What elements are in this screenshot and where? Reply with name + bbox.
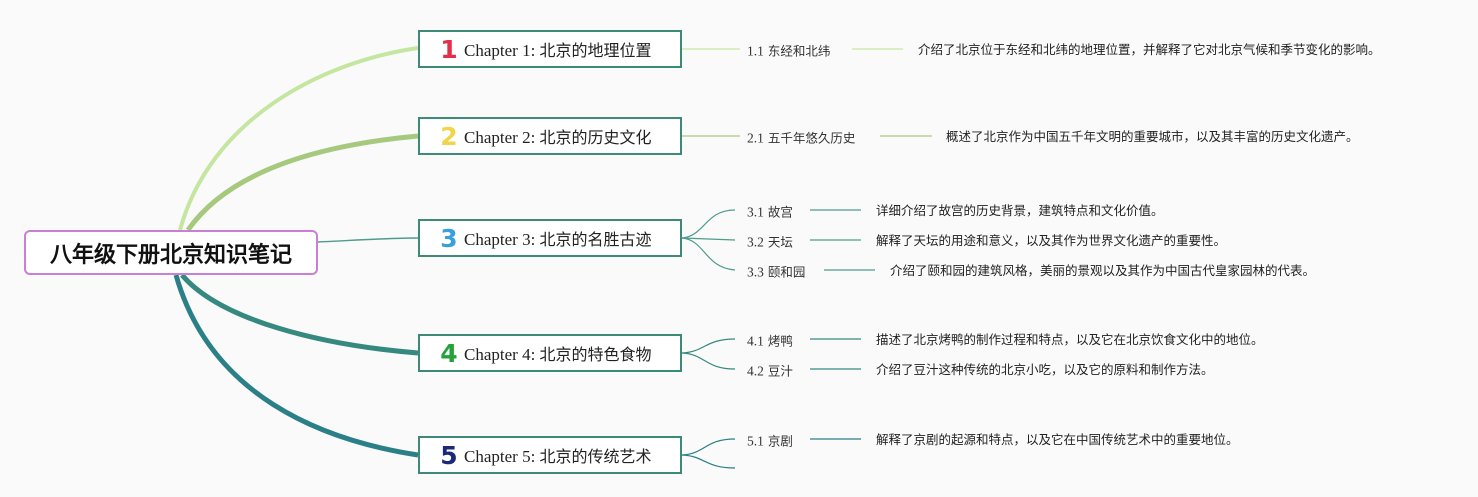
chapter-5-label: Chapter 5: 北京的传统艺术 <box>464 447 652 466</box>
sub-link-5-1 <box>681 438 736 456</box>
description-3-2: 解释了天坛的用途和意义，以及其作为世界文化遗产的重要性。 <box>876 233 1227 248</box>
subtopic-4-2[interactable]: 4.2 豆汁 <box>747 363 793 379</box>
sub-link-3-2 <box>681 237 736 241</box>
chapter-1-node[interactable]: 1 Chapter 1: 北京的地理位置 <box>418 30 682 68</box>
chapter-4-label: Chapter 4: 北京的特色食物 <box>464 345 652 364</box>
description-4-1: 描述了北京烤鸭的制作过程和特点，以及它在北京饮食文化中的地位。 <box>876 332 1264 347</box>
description-3-3: 介绍了颐和园的建筑风格，美丽的景观以及其作为中国古代皇家园林的代表。 <box>890 263 1316 278</box>
subtopic-3-2[interactable]: 3.2 天坛 <box>747 234 793 250</box>
branch-link-4 <box>180 273 419 356</box>
chapter-3-node[interactable]: 3 Chapter 3: 北京的名胜古迹 <box>418 219 682 257</box>
chapter-2-node[interactable]: 2 Chapter 2: 北京的历史文化 <box>418 117 682 155</box>
sub-link-5-2 <box>681 454 736 469</box>
number-3-icon: 3 <box>440 223 458 253</box>
branch-link-2 <box>185 133 419 232</box>
root-topic[interactable]: 八年级下册北京知识笔记 <box>24 230 318 275</box>
chapter-5-node[interactable]: 5 Chapter 5: 北京的传统艺术 <box>418 436 682 474</box>
description-3-1: 详细介绍了故宫的历史背景，建筑特点和文化价值。 <box>876 203 1164 218</box>
number-4-icon: 4 <box>440 338 458 368</box>
subtopic-3-3[interactable]: 3.3 颐和园 <box>747 264 806 280</box>
description-5-1: 解释了京剧的起源和特点，以及它在中国传统艺术中的重要地位。 <box>876 432 1239 447</box>
subtopic-2-1[interactable]: 2.1 五千年悠久历史 <box>747 130 856 146</box>
sub-link-3-3 <box>681 237 736 271</box>
chapter-3-label: Chapter 3: 北京的名胜古迹 <box>464 230 652 249</box>
chapter-2-label: Chapter 2: 北京的历史文化 <box>464 128 652 147</box>
subtopic-4-1[interactable]: 4.1 烤鸭 <box>747 333 793 349</box>
chapter-4-node[interactable]: 4 Chapter 4: 北京的特色食物 <box>418 334 682 372</box>
subtopic-5-1[interactable]: 5.1 京剧 <box>747 433 793 449</box>
number-2-icon: 2 <box>440 121 458 151</box>
description-4-2: 介绍了豆汁这种传统的北京小吃，以及它的原料和制作方法。 <box>876 362 1214 377</box>
number-5-icon: 5 <box>440 440 458 470</box>
description-2-1: 概述了北京作为中国五千年文明的重要城市，以及其丰富的历史文化遗产。 <box>946 129 1359 144</box>
sub-link-4-1 <box>681 338 736 354</box>
chapter-1-label: Chapter 1: 北京的地理位置 <box>464 41 652 60</box>
sub-link-4-2 <box>681 352 736 370</box>
branch-link-3 <box>317 237 419 243</box>
description-1-1: 介绍了北京位于东经和北纬的地理位置，并解释了它对北京气候和季节变化的影响。 <box>918 42 1381 57</box>
subtopic-1-1[interactable]: 1.1 东经和北纬 <box>747 43 831 59</box>
sub-link-3-1 <box>681 209 736 239</box>
number-1-icon: 1 <box>440 34 458 64</box>
subtopic-3-1[interactable]: 3.1 故宫 <box>747 204 793 220</box>
branch-link-5 <box>173 274 419 458</box>
branch-link-1 <box>178 46 419 231</box>
